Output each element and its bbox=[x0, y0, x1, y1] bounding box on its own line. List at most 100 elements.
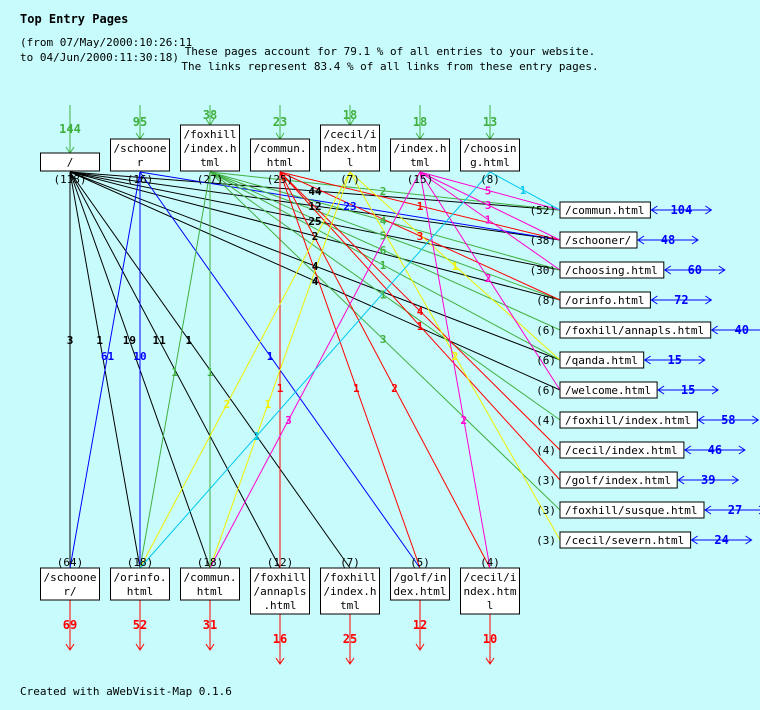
link-count: 10 bbox=[133, 350, 146, 363]
entry-page-count: (15) bbox=[407, 173, 434, 186]
target-page-box bbox=[559, 321, 712, 339]
target-page-label: l bbox=[487, 599, 494, 612]
entry-page-label: /commun. bbox=[254, 142, 307, 155]
target-page-box bbox=[180, 567, 240, 601]
link-line bbox=[69, 171, 561, 241]
target-page-box bbox=[40, 567, 100, 601]
target-page-box bbox=[559, 351, 645, 369]
target-page-label: .html bbox=[263, 599, 296, 612]
target-page-count: (4) bbox=[480, 556, 500, 569]
entry-page-box bbox=[320, 124, 380, 172]
entry-page-label: g.html bbox=[470, 156, 510, 169]
link-count: 23 bbox=[343, 200, 356, 213]
entry-count: 13 bbox=[483, 115, 497, 129]
entry-page-label: html bbox=[267, 156, 294, 169]
target-page-label: /commun. bbox=[184, 571, 237, 584]
arrow-left-icon bbox=[690, 535, 698, 545]
link-count: 3 bbox=[380, 333, 387, 346]
target-page-label: /cecil/severn.html bbox=[565, 534, 684, 547]
link-count: 25 bbox=[308, 215, 321, 228]
arrow-left-icon bbox=[677, 475, 685, 485]
target-page-count: (18) bbox=[197, 556, 224, 569]
entry-page-box bbox=[110, 138, 170, 172]
target-page-box bbox=[559, 231, 638, 249]
target-page-label: tml bbox=[340, 599, 360, 612]
entry-page-count: (27) bbox=[197, 173, 224, 186]
entry-page-count: (118) bbox=[53, 173, 86, 186]
page-title: Top Entry Pages bbox=[20, 12, 129, 26]
target-page-count: (3) bbox=[536, 534, 556, 547]
target-page-count: (38) bbox=[530, 234, 557, 247]
arrow-left-icon bbox=[683, 445, 692, 455]
link-line bbox=[209, 171, 561, 211]
target-page-label: /foxhill bbox=[324, 571, 377, 584]
target-page-count: (5) bbox=[410, 556, 430, 569]
arrow-right-icon bbox=[698, 355, 706, 365]
entry-page-box bbox=[40, 152, 100, 172]
target-page-label: /foxhill/annapls.html bbox=[565, 324, 704, 337]
link-total: 27 bbox=[728, 503, 742, 517]
entry-page-box bbox=[250, 138, 310, 172]
entry-page-label: /schoone bbox=[114, 142, 167, 155]
link-total: 72 bbox=[674, 293, 688, 307]
date-range: (from 07/May/2000:10:26:11 to 04/Jun/200… bbox=[20, 35, 192, 65]
arrow-right-icon bbox=[705, 205, 713, 215]
exit-count: 10 bbox=[483, 632, 497, 646]
arrow-left-icon bbox=[663, 265, 672, 275]
target-page-count: (18) bbox=[127, 556, 154, 569]
target-page-count: (8) bbox=[536, 294, 556, 307]
arrow-right-icon bbox=[718, 265, 726, 275]
link-total: 46 bbox=[708, 443, 722, 457]
entry-page-box bbox=[180, 124, 240, 172]
date-range-start: (from 07/May/2000:10:26:11 bbox=[20, 36, 193, 49]
exit-arrow-head-icon bbox=[65, 643, 75, 651]
target-page-count: (3) bbox=[536, 474, 556, 487]
arrow-left-icon bbox=[657, 385, 665, 395]
target-page-label: html bbox=[197, 585, 224, 598]
link-line bbox=[209, 171, 561, 301]
link-count: 1 bbox=[452, 260, 459, 273]
exit-count: 31 bbox=[203, 618, 217, 632]
target-page-box bbox=[110, 567, 170, 601]
link-line bbox=[279, 171, 561, 241]
arrow-right-icon bbox=[711, 385, 720, 395]
target-page-label: /schooner/ bbox=[565, 234, 631, 247]
link-line bbox=[139, 171, 211, 569]
target-page-label: /choosing.html bbox=[565, 264, 658, 277]
link-count: 4 bbox=[380, 214, 387, 227]
link-line bbox=[139, 171, 351, 569]
link-count: 2 bbox=[380, 185, 387, 198]
arrow-left-icon bbox=[704, 505, 712, 515]
entry-page-label: /index.h bbox=[394, 142, 447, 155]
target-page-count: (30) bbox=[530, 264, 557, 277]
link-line bbox=[69, 171, 561, 301]
link-line bbox=[69, 171, 561, 391]
link-line bbox=[279, 171, 561, 481]
link-line bbox=[489, 171, 561, 211]
link-line bbox=[419, 171, 561, 271]
link-count: 4 bbox=[312, 260, 319, 273]
link-count: 61 bbox=[101, 350, 115, 363]
link-count: 4 bbox=[312, 275, 319, 288]
entry-count: 144 bbox=[59, 122, 81, 136]
target-page-box bbox=[559, 291, 651, 309]
target-page-box bbox=[390, 567, 450, 601]
target-page-box bbox=[320, 567, 380, 615]
entry-count: 95 bbox=[133, 115, 147, 129]
link-count: 1 bbox=[265, 398, 272, 411]
target-page-label: /orinfo.html bbox=[565, 294, 644, 307]
target-page-label: /cecil/i bbox=[464, 571, 517, 584]
exit-count: 69 bbox=[63, 618, 77, 632]
link-total: 24 bbox=[714, 533, 728, 547]
target-page-label: /welcome.html bbox=[565, 384, 651, 397]
exit-arrow-head-icon bbox=[485, 657, 495, 665]
target-page-label: /qanda.html bbox=[565, 354, 638, 367]
link-line bbox=[279, 171, 561, 451]
exit-arrow-head-icon bbox=[345, 657, 355, 665]
arrow-left-icon bbox=[643, 355, 651, 365]
entry-page-label: /foxhill bbox=[184, 128, 237, 141]
entry-page-label: /cecil/i bbox=[324, 128, 377, 141]
link-count: 4 bbox=[417, 305, 424, 318]
link-line bbox=[209, 171, 561, 421]
